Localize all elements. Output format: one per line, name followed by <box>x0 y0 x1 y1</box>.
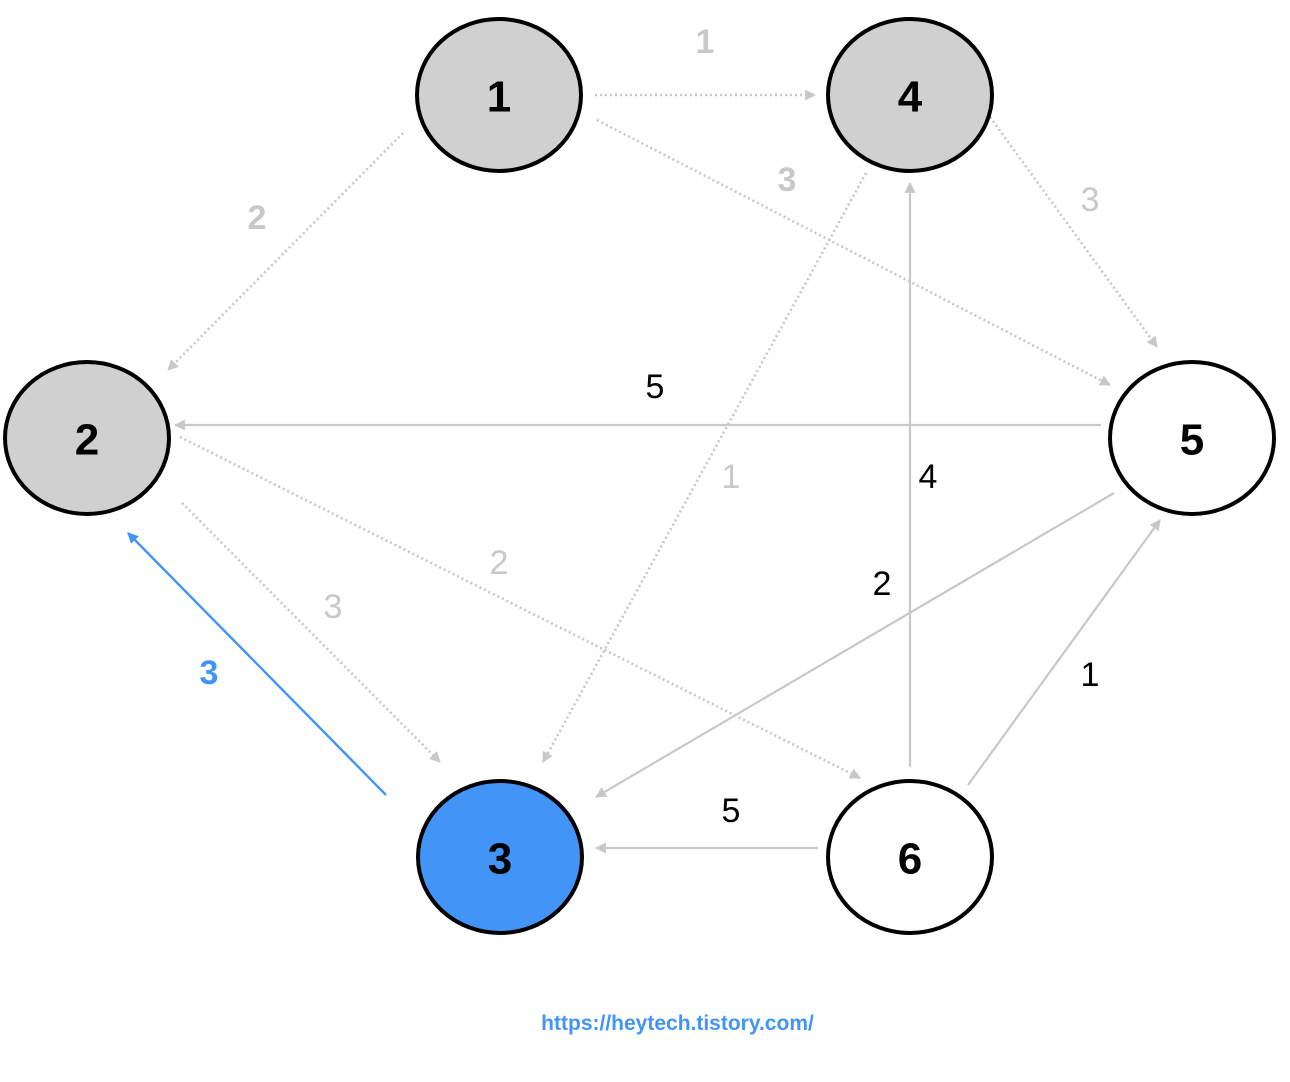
node-6-label: 6 <box>898 835 922 884</box>
edge-2-to-6 <box>179 435 861 780</box>
edge-5-to-3 <box>595 492 1115 798</box>
node-3-label: 3 <box>488 835 512 884</box>
node-3[interactable]: 3 <box>416 779 584 935</box>
edge-weight-6-to-3: 5 <box>722 792 741 830</box>
edge-1-to-5 <box>596 118 1111 387</box>
edge-labels: 1 2 3 3 1 3 2 5 2 4 1 5 3 <box>200 23 1100 830</box>
node-4-label: 4 <box>898 73 923 122</box>
edge-weight-4-to-5: 3 <box>1081 181 1100 219</box>
edge-4-to-5 <box>988 116 1159 348</box>
node-5-circle <box>1108 360 1276 516</box>
node-1[interactable]: 1 <box>415 17 583 173</box>
edge-weight-6-to-5: 1 <box>1081 656 1100 694</box>
edges <box>127 89 1161 854</box>
node-2[interactable]: 2 <box>3 360 171 516</box>
edge-weight-1-to-5: 3 <box>778 161 797 199</box>
node-4[interactable]: 4 <box>826 17 994 173</box>
edge-1-to-2 <box>167 132 404 371</box>
edge-weight-1-to-4: 1 <box>696 23 715 61</box>
node-2-label: 2 <box>75 416 99 465</box>
edge-weight-4-to-3: 1 <box>722 458 741 496</box>
edge-4-to-3 <box>541 172 868 763</box>
edge-weight-3-to-2: 3 <box>200 654 219 692</box>
node-4-circle <box>826 17 994 173</box>
node-6[interactable]: 6 <box>826 779 994 935</box>
node-5-label: 5 <box>1180 416 1204 465</box>
source-url[interactable]: https://heytech.tistory.com/ <box>541 1012 814 1035</box>
node-1-label: 1 <box>487 73 511 122</box>
edge-weight-2-to-3: 3 <box>324 588 343 626</box>
node-2-circle <box>3 360 171 516</box>
edge-weight-6-to-4: 4 <box>919 458 938 496</box>
node-3-circle <box>416 779 584 935</box>
edge-weight-1-to-2: 2 <box>248 199 267 237</box>
edge-weight-2-to-6: 2 <box>490 544 509 582</box>
edge-weight-5-to-3: 2 <box>873 565 892 603</box>
node-1-circle <box>415 17 583 173</box>
nodes: 1 2 3 4 5 6 <box>3 17 1276 935</box>
edge-6-to-5 <box>967 519 1161 786</box>
edge-2-to-3 <box>181 502 441 763</box>
node-5[interactable]: 5 <box>1108 360 1276 516</box>
edge-3-to-2 <box>127 532 387 796</box>
node-6-circle <box>826 779 994 935</box>
edge-weight-5-to-2: 5 <box>646 368 665 406</box>
